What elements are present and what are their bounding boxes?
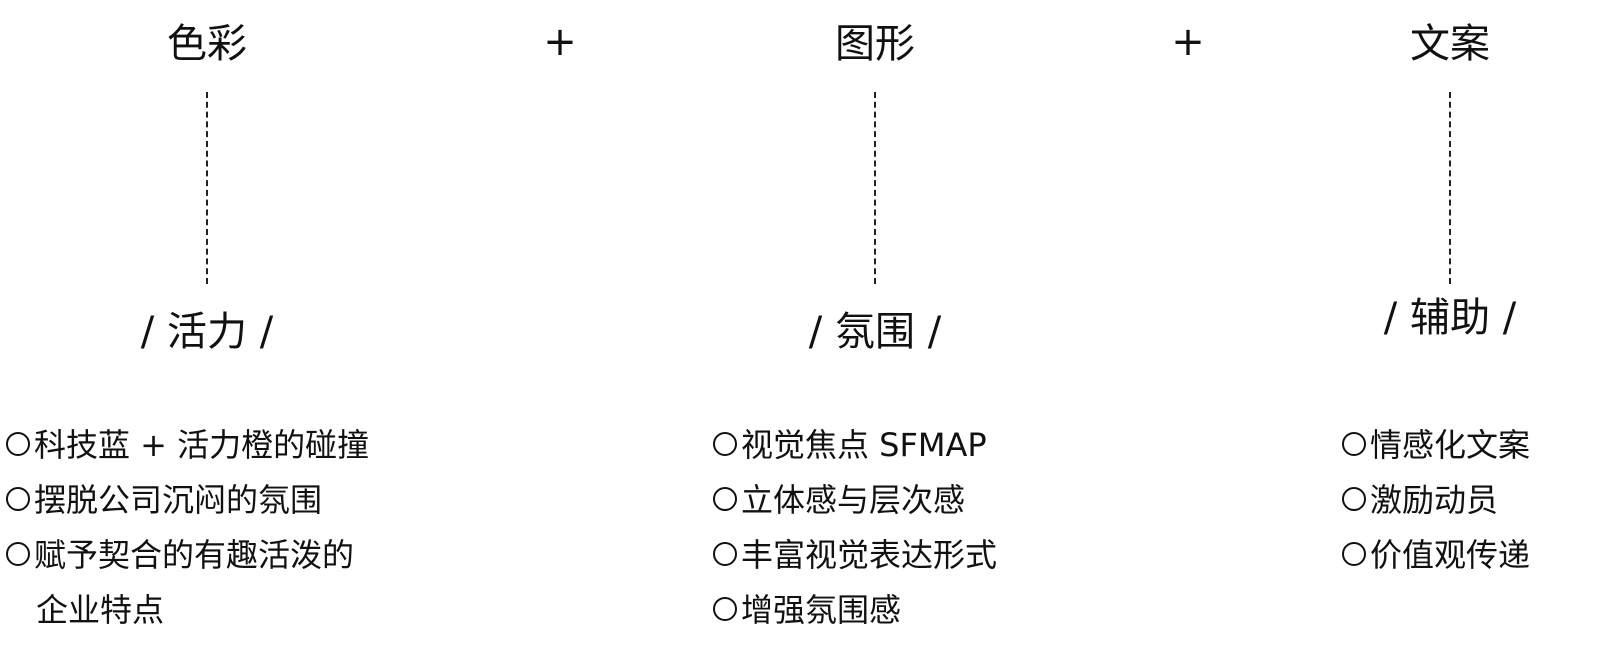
dashed-connector (1449, 92, 1451, 284)
circle-outline-icon (713, 542, 737, 566)
list-item: 科技蓝 + 活力橙的碰撞 (6, 418, 369, 473)
list-item: 激励动员 (1342, 473, 1530, 528)
heading-color: 色彩 (167, 21, 247, 67)
circle-outline-icon (1342, 487, 1366, 511)
list-item-continuation: 企业特点 (36, 591, 165, 629)
circle-outline-icon (6, 487, 30, 511)
dashed-connector (206, 92, 208, 284)
circle-outline-icon (1342, 542, 1366, 566)
list-copy: 情感化文案 激励动员 价值观传递 (1342, 418, 1530, 583)
dashed-connector (874, 92, 876, 284)
circle-outline-icon (1342, 432, 1366, 456)
list-item: 视觉焦点 SFMAP (713, 418, 997, 473)
list-item: 立体感与层次感 (713, 473, 997, 528)
plus-operator: + (1171, 19, 1205, 65)
heading-graphics: 图形 (835, 21, 915, 67)
subheading-support: / 辅助 / (1383, 295, 1517, 341)
subheading-vitality: / 活力 / (140, 309, 274, 355)
list-item: 价值观传递 (1342, 528, 1530, 583)
list-item: 赋予契合的有趣活泼的 (6, 528, 369, 583)
subheading-atmosphere: / 氛围 / (808, 309, 942, 355)
list-item: 情感化文案 (1342, 418, 1530, 473)
circle-outline-icon (713, 432, 737, 456)
circle-outline-icon (713, 597, 737, 621)
circle-outline-icon (6, 542, 30, 566)
circle-outline-icon (713, 487, 737, 511)
list-item: 摆脱公司沉闷的氛围 (6, 473, 369, 528)
heading-copy: 文案 (1410, 21, 1490, 67)
list-graphics: 视觉焦点 SFMAP 立体感与层次感 丰富视觉表达形式 增强氛围感 (713, 418, 997, 638)
list-item: 丰富视觉表达形式 (713, 528, 997, 583)
list-item: 增强氛围感 (713, 583, 997, 638)
plus-operator: + (543, 19, 577, 65)
list-color: 科技蓝 + 活力橙的碰撞 摆脱公司沉闷的氛围 赋予契合的有趣活泼的 企业特点 (6, 418, 369, 638)
circle-outline-icon (6, 432, 30, 456)
